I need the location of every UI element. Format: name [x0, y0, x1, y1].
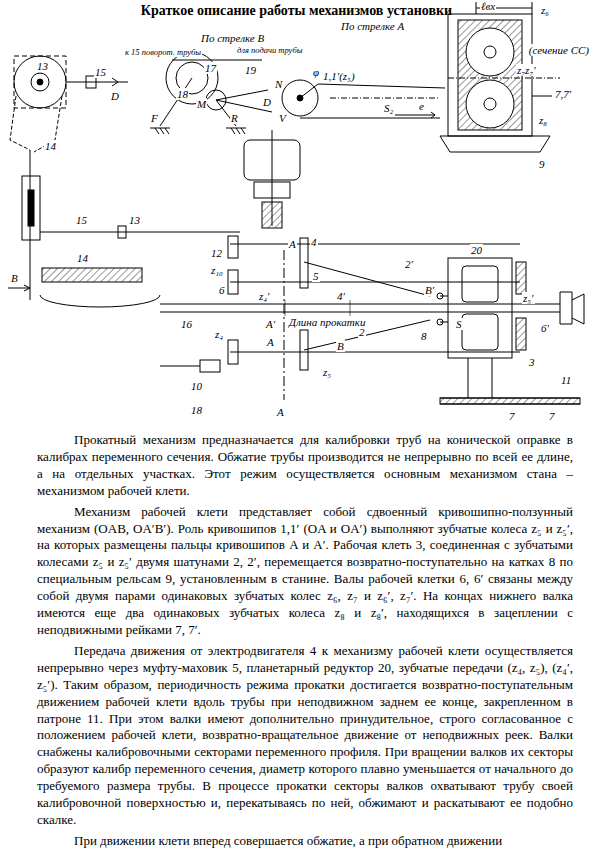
callout-label: z₈	[538, 114, 548, 126]
callout-label: 3	[528, 356, 536, 368]
callout-label: z₅′	[522, 292, 535, 304]
callout-label: z₅	[322, 366, 332, 378]
body-paragraph: Передача движения от электродвигателя 4 …	[37, 643, 573, 829]
callout-label: S₂	[383, 102, 394, 114]
callout-label: ℓвх	[480, 0, 496, 12]
callout-label: 10	[190, 380, 203, 392]
callout-label: По стрелке А	[340, 20, 405, 32]
callout-label: 2′	[404, 258, 414, 270]
callout-label: z₇z₇′	[516, 64, 537, 76]
callout-label: N	[274, 78, 283, 90]
callout-label: 12	[210, 247, 223, 259]
callout-label: A	[288, 238, 297, 250]
callout-label: 1,1′(z₅)	[322, 70, 356, 82]
callout-label: Длина прокатки	[288, 316, 366, 328]
callout-label: D	[110, 90, 120, 102]
callout-label: B′	[424, 284, 435, 296]
callout-label: 4	[310, 236, 318, 248]
callout-label: S	[455, 318, 463, 330]
callout-label: 8	[420, 330, 428, 342]
callout-label: z₄	[214, 328, 224, 340]
callout-label: B	[336, 340, 345, 352]
callout-label: 18	[176, 88, 189, 100]
callout-label: A	[266, 336, 275, 348]
callout-label: 13	[128, 214, 141, 226]
callout-label: A′	[265, 318, 276, 330]
callout-label: 7	[548, 410, 556, 422]
callout-label: 7,7′	[554, 88, 572, 100]
body-paragraph: Прокатный механизм предназначается для к…	[37, 432, 573, 500]
callout-label: 15	[94, 66, 107, 78]
callout-label: φ	[312, 66, 320, 78]
callout-label: R	[230, 112, 239, 124]
callout-label: 4′	[336, 290, 346, 302]
callout-label: A	[276, 406, 285, 418]
callout-label: 15	[75, 214, 88, 226]
callout-label: 19	[244, 64, 257, 76]
callout-label: M	[196, 98, 207, 110]
callout-label: 13	[36, 60, 49, 72]
page-title: Краткое описание работы механизмов устан…	[0, 3, 593, 19]
body-paragraph: Механизм рабочей клети представляет собо…	[37, 504, 573, 639]
callout-label: (сечение СС)	[528, 44, 590, 56]
callout-label: 14	[44, 140, 57, 152]
callout-label: 17	[204, 62, 217, 74]
callout-label: z₆	[540, 4, 550, 16]
callout-label: По стрелке В	[200, 32, 265, 44]
callout-label: F	[150, 112, 159, 124]
callout-label: 16	[180, 318, 193, 330]
mechanism-drawing	[0, 0, 593, 430]
callout-label: 6′	[540, 322, 550, 334]
callout-label: z₄′	[258, 290, 271, 302]
callout-label: 18	[190, 404, 203, 416]
callout-label: 6	[218, 284, 226, 296]
callout-label: В	[10, 272, 19, 284]
callout-label: V	[278, 112, 287, 124]
body-paragraph: При движении клети вперед совершается об…	[37, 833, 573, 850]
callout-label: 2	[358, 326, 366, 338]
callout-label: 9	[538, 158, 546, 170]
callout-label: к 15 поворот. трубы	[124, 48, 202, 57]
callout-label: z₁₀	[210, 264, 224, 276]
callout-label: 7	[508, 410, 516, 422]
callout-label: 20	[470, 244, 483, 256]
callout-label: 14	[76, 252, 89, 264]
callout-label: e	[418, 100, 425, 112]
text-body: Прокатный механизм предназначается для к…	[37, 432, 573, 854]
callout-label: для подачи трубы	[236, 46, 303, 55]
callout-label: 5	[312, 270, 320, 282]
callout-label: D	[262, 96, 272, 108]
callout-label: 11	[560, 374, 572, 386]
